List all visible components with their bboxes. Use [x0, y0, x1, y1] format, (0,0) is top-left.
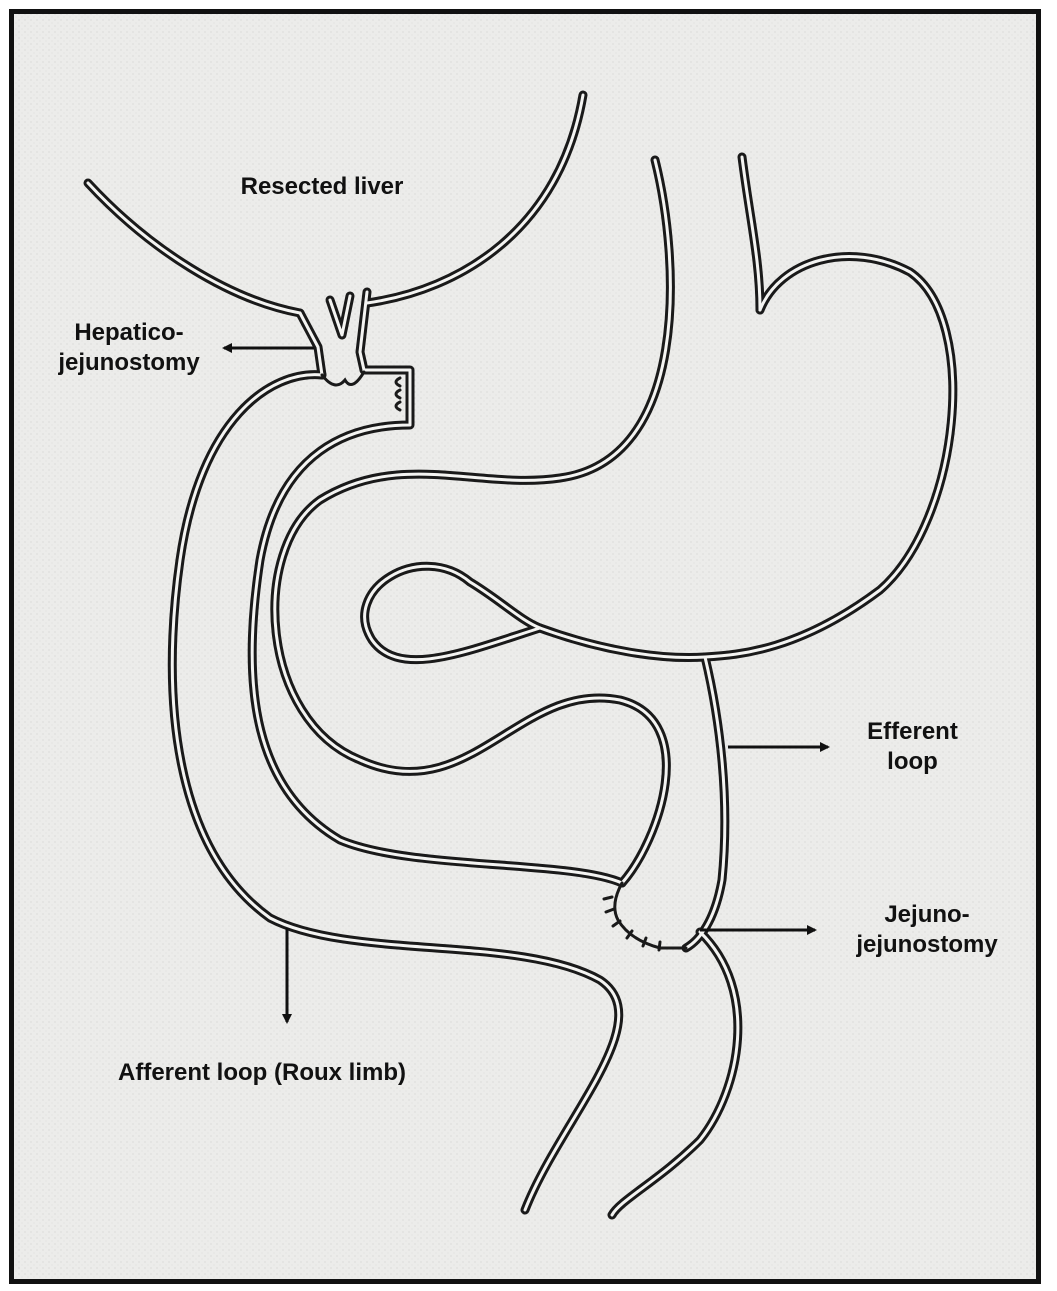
hepatico-line2: jejunostomy: [40, 348, 218, 378]
jejuno-line2: jejunostomy: [836, 930, 1018, 960]
afferent-loop-label: Afferent loop (Roux limb): [118, 1058, 406, 1088]
efferent-line2: loop: [850, 747, 975, 777]
jejuno-line1: Jejuno-: [836, 900, 1018, 930]
efferent-loop-label: Efferent loop: [850, 717, 975, 777]
hepatico-jejunostomy-label: Hepatico- jejunostomy: [40, 318, 218, 378]
speckle-background: [14, 14, 1036, 1279]
jejuno-jejunostomy-label: Jejuno- jejunostomy: [836, 900, 1018, 960]
efferent-line1: Efferent: [850, 717, 975, 747]
hepatico-line1: Hepatico-: [40, 318, 218, 348]
resected-liver-label: Resected liver: [222, 172, 422, 202]
